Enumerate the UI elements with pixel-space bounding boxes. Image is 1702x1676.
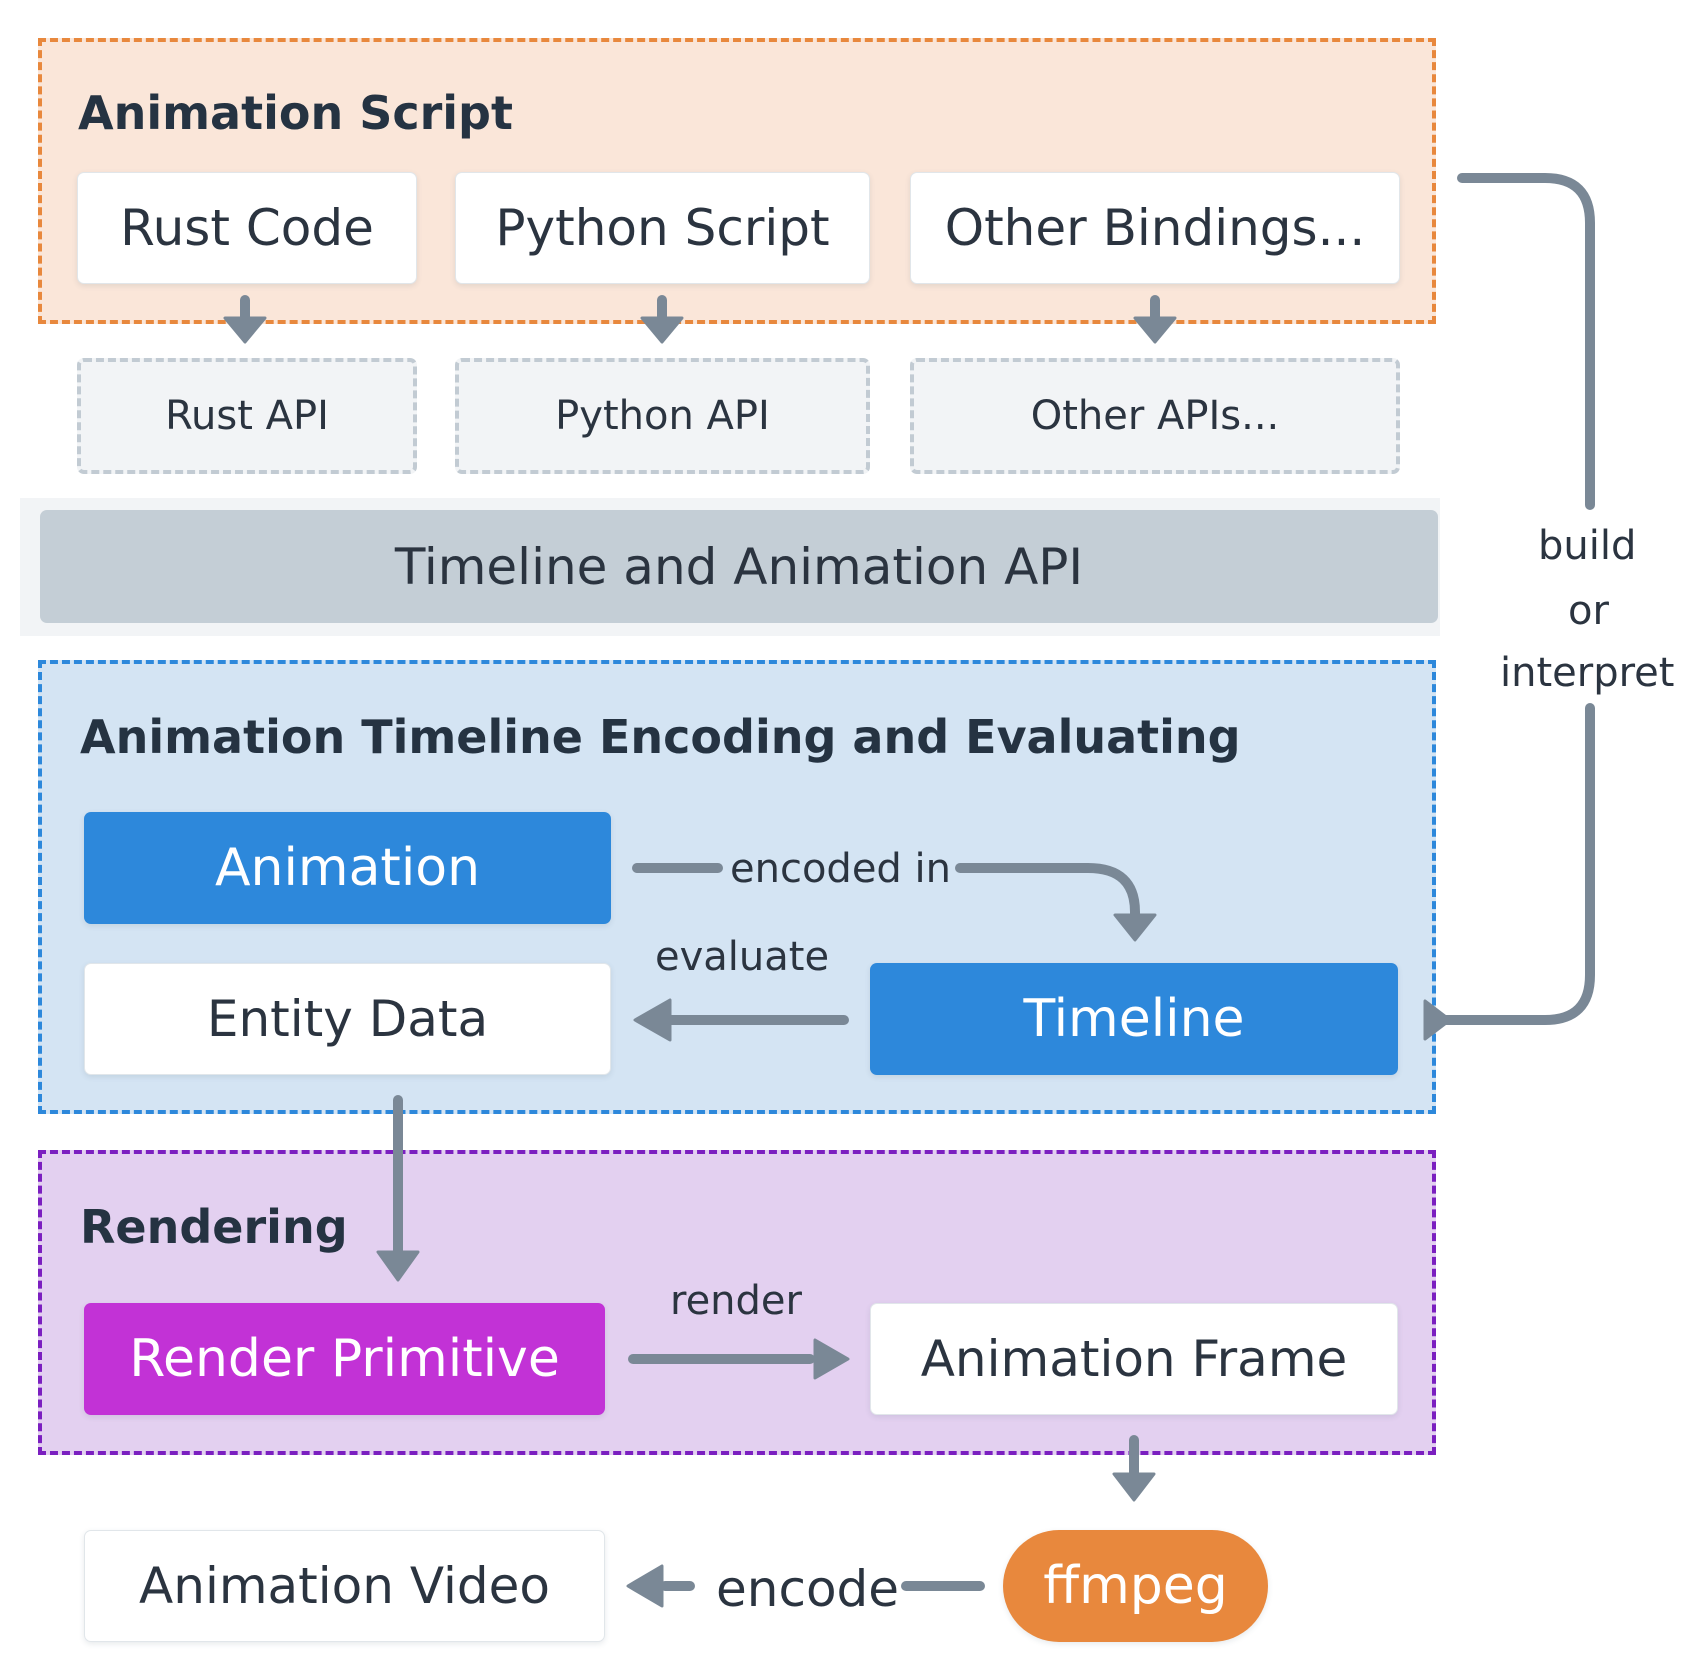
render-label: render (670, 1278, 802, 1324)
render-primitive-box: Render Primitive (84, 1303, 605, 1415)
encoded-in-label: encoded in (730, 846, 951, 892)
python-api-box: Python API (455, 358, 870, 474)
evaluate-arrow-head (633, 998, 672, 1042)
other-arrow-head (1133, 316, 1177, 344)
animation-script-title: Animation Script (78, 86, 513, 140)
timeline-box: Timeline (870, 963, 1398, 1075)
timeline-api-bar: Timeline and Animation API (40, 510, 1438, 623)
evaluate-label: evaluate (655, 934, 830, 980)
render-arrow-head (813, 1338, 850, 1380)
rendering-group-title: Rendering (80, 1200, 348, 1254)
animation-video-box: Animation Video (84, 1530, 605, 1642)
animation-box: Animation (84, 812, 611, 924)
or-label: or (1568, 588, 1609, 634)
build-label: build (1538, 523, 1637, 569)
ffmpeg-box: ffmpeg (1003, 1530, 1268, 1642)
encoded-in-right-line (955, 863, 1140, 920)
python-script-box: Python Script (455, 172, 870, 284)
encode-arrow-head (626, 1564, 664, 1608)
encode-label: encode (716, 1560, 900, 1618)
interpret-label: interpret (1500, 650, 1675, 696)
ffmpeg-arrow-head (1112, 1472, 1156, 1502)
entity-data-box: Entity Data (84, 963, 611, 1075)
python-arrow-head (640, 316, 684, 344)
build-connector-top (1457, 173, 1595, 510)
other-bindings-box: Other Bindings... (910, 172, 1400, 284)
encoded-in-arrow-head (1113, 913, 1157, 942)
animation-frame-box: Animation Frame (870, 1303, 1398, 1415)
build-connector-bottom (1435, 703, 1595, 1025)
encoding-group-title: Animation Timeline Encoding and Evaluati… (80, 710, 1241, 764)
other-apis-box: Other APIs... (910, 358, 1400, 474)
build-arrow-head (1423, 999, 1452, 1041)
render-primitive-arrow-head (376, 1250, 420, 1282)
rust-code-box: Rust Code (77, 172, 417, 284)
rust-arrow-head (223, 316, 267, 344)
rust-api-box: Rust API (77, 358, 417, 474)
